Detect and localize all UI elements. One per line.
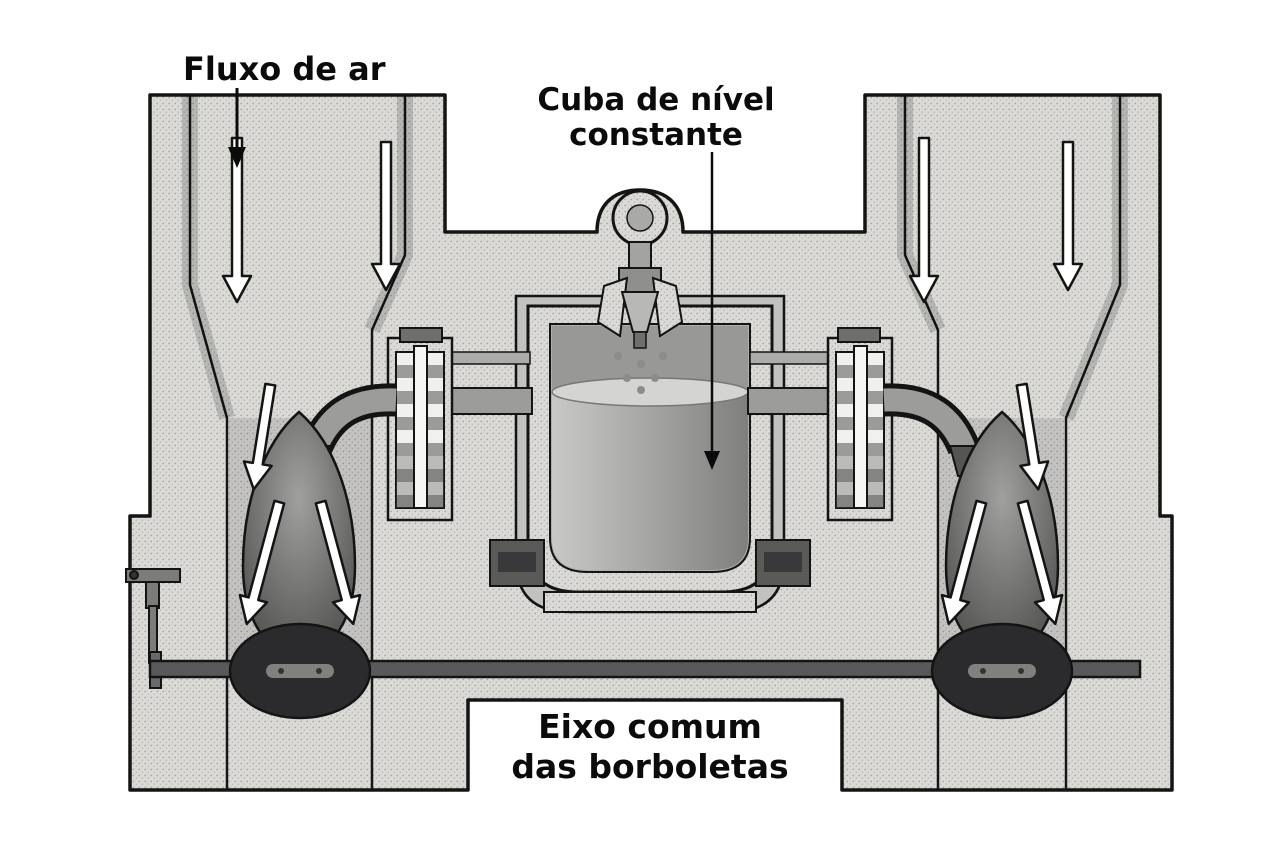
lever-pivot	[129, 570, 139, 580]
butterfly-screw-right-b	[1018, 668, 1024, 674]
right-bore-wall-right	[1064, 95, 1122, 790]
annotations: Fluxo de ar Cuba de nível constante Eixo…	[183, 50, 789, 786]
common-throttle-shaft	[148, 659, 1142, 679]
main-jet-right-orifice	[764, 552, 802, 572]
well-cap-left	[399, 327, 443, 343]
arm-bore-right	[883, 388, 975, 453]
left-bore-wall-left	[188, 95, 229, 790]
emulsion-tube-left	[386, 327, 454, 522]
needle-cone	[620, 291, 660, 333]
left-bore-wall-right	[370, 95, 407, 790]
air-arrow-right-2	[1052, 140, 1084, 292]
air-arrow-left-2	[370, 140, 402, 292]
center-tube-left	[413, 345, 428, 509]
fuel-droplets	[614, 352, 667, 394]
air-arrow-left-spray-a	[238, 499, 286, 626]
needle-tip	[633, 331, 647, 349]
air-arrow-left-1	[221, 136, 253, 304]
main-jet-left-orifice	[498, 552, 536, 572]
fuel-channel-right	[747, 387, 831, 415]
float-bowl-label-line1: Cuba de nível	[537, 82, 774, 118]
fuel-galleries	[449, 351, 831, 415]
upper-gallery-right	[749, 351, 829, 365]
left-funnel-shade-right	[364, 95, 413, 334]
spring-clip-left	[596, 276, 629, 338]
left-funnel-shade-left	[182, 95, 235, 421]
center-tube-right	[853, 345, 868, 509]
butterfly-screw-left-b	[316, 668, 322, 674]
right-funnel-shade-left	[897, 95, 946, 334]
fuel-channel-left	[449, 387, 533, 415]
air-flow-arrows	[221, 136, 1084, 626]
bowl-base	[543, 591, 757, 613]
air-arrow-right-spray-a	[940, 499, 988, 626]
emulsion-tube-right	[826, 327, 894, 522]
fuel-surface	[551, 377, 749, 407]
shaft-label-line2: das borboletas	[511, 747, 788, 786]
airflow-pointer-arrowhead-icon	[228, 147, 246, 168]
butterfly-screw-right-a	[980, 668, 986, 674]
upper-gallery-left	[451, 351, 531, 365]
shaft-label-line1: Eixo comum	[538, 707, 762, 746]
float-chamber	[489, 294, 811, 614]
butterfly-screw-left-a	[278, 668, 284, 674]
bowl-pointer-arrowhead-icon	[704, 451, 720, 470]
float-bowl-label-line2: constante	[569, 117, 743, 153]
fuel-volume	[552, 392, 748, 570]
butterfly-screwplate-right	[968, 664, 1036, 678]
butterfly-screwplate-left	[266, 664, 334, 678]
needle-valve	[596, 189, 684, 394]
throttle-lever	[125, 568, 181, 664]
spring-clip-right	[651, 276, 684, 338]
needle-stem	[628, 241, 652, 271]
air-arrow-right-spray-b	[1016, 499, 1064, 626]
well-cap-right	[837, 327, 881, 343]
air-arrow-right-1	[908, 136, 940, 304]
air-arrow-right-venturi	[1015, 382, 1050, 491]
right-funnel-shade-right	[1058, 95, 1128, 422]
air-arrow-left-spray-b	[314, 499, 362, 626]
throttle-assembly	[125, 568, 1142, 720]
inlet-dome-core	[626, 204, 654, 232]
air-arrow-left-venturi	[242, 382, 277, 491]
air-flow-label: Fluxo de ar	[183, 50, 386, 88]
